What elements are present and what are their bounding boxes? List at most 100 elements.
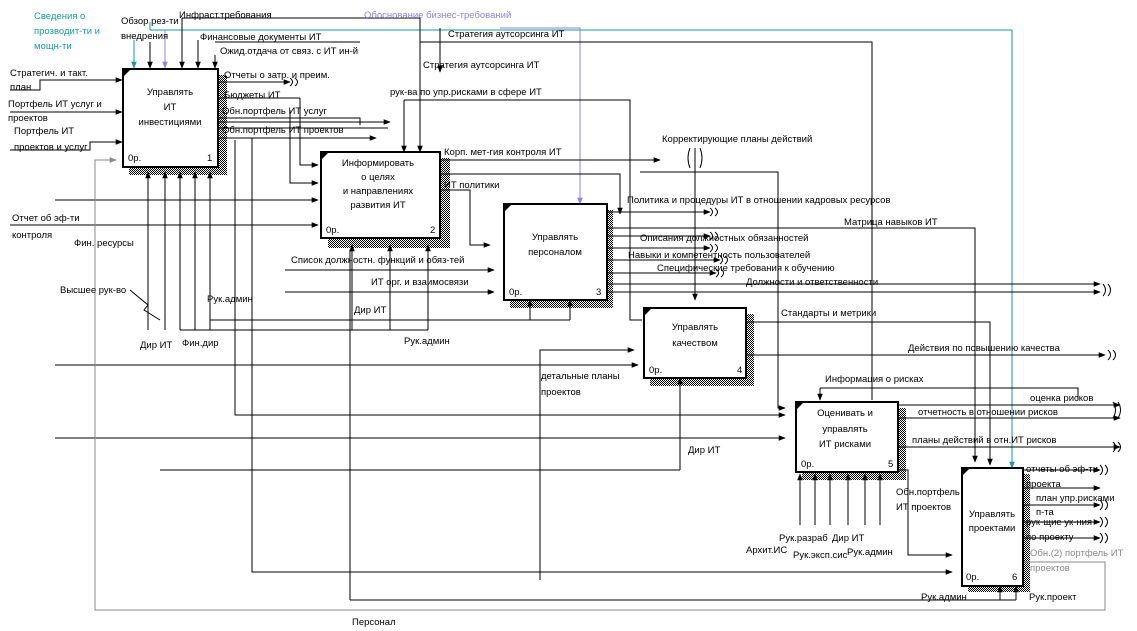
box-2-title-line-2: о целях [361,172,395,183]
label-budget: Бюджеты ИТ [224,90,281,101]
label-standarty: Стандарты и метрики [781,308,876,319]
box-2-title-line-3: и направлениях [343,186,414,197]
box-3[interactable]: Управлять персоналом 0р. 3 [503,203,608,301]
box-2-title-line-4: развития ИТ [350,200,405,211]
label-strat-out-1: Стратегия аутсорсинга ИТ [448,29,565,40]
box-6-title-line-1: Управлять [969,509,1015,520]
label-fin-dir: Фин.дир [182,338,219,349]
label-portfel-uslug-2: проектов [8,113,48,124]
label-ruk-admin-3: Рук.админ [847,547,893,558]
label-obzor-1: Обзор рез-ти [121,16,179,27]
arrow-labels: Сведения о прозводит-ти и мощн-ти Обзор … [8,10,1124,628]
label-dir-it-1: Дир ИТ [354,305,386,316]
label-specif: Специфические требования к обучению [657,263,835,274]
box-5[interactable]: Оценивать и управлять ИТ рисками 0р. 5 [795,401,899,473]
box-6[interactable]: Управлять проектами 0р. 6 [961,467,1024,587]
box-5-cost: 0р. [801,459,814,470]
label-ruk-admin-2: Рук.админ [404,336,450,347]
label-dir-it-2: Дир ИТ [140,340,172,351]
label-otchety-eff: отчеты об эф-ти [1026,464,1098,475]
label-spisok: Список должностн. функций и обяз-тей [291,255,464,266]
label-portfel-proekt-1: Портфель ИТ [14,126,74,137]
label-personal: Персонал [352,617,396,628]
label-ruk-proekt: Рук.проект [1029,592,1077,603]
box-1-number: 1 [207,153,212,164]
box-6-cost: 0р. [966,572,979,583]
label-ocenka: оценка рисков [1030,393,1093,404]
label-opis-dolzh: Описания должностных обязанностей [640,233,808,244]
box-2[interactable]: Информировать о целях и направлениях раз… [320,151,441,239]
box-4-number: 4 [737,365,742,376]
box-3-cost: 0р. [509,287,522,298]
label-ruk-va: рук-ва по упр.рисками в сфере ИТ [390,87,542,98]
label-ruk-razrab: Рук.разраб [779,533,828,544]
label-strat-out-2: Стратегия аутсорсинга ИТ [423,60,540,71]
label-vysshee: Высшее рук-во [60,285,126,296]
label-portfel-proekt-2: проектов и услуг [14,142,88,153]
label-ruk-admin-1: Рук.админ [207,294,253,305]
label-obn-proekt: Обн.портфель ИТ проектов [222,125,344,136]
label-proekta: проекта [1026,479,1062,490]
label-ruk-uk: рук-щие ук-ния [1026,517,1092,528]
label-dir-it-3: Дир ИТ [688,445,720,456]
label-fin-docs: Финансовые документы ИТ [200,32,322,43]
label-info-riski: Информация о рисках [825,374,924,385]
box-4-title-line-1: Управлять [672,322,718,333]
label-dolzhn-otv: Должности и ответственности [746,277,878,288]
box-1[interactable]: Управлять ИТ инвестициями 0р. 1 [122,68,219,168]
label-svedeniya-3: мощн-ти [34,41,72,52]
box-5-number: 5 [888,459,893,470]
label-matrica: Матрица навыков ИТ [844,217,938,228]
box-1-title-line-3: инвестициями [139,117,202,128]
box-4-title-line-2: качеством [672,338,718,349]
label-navyki: Навыки и компетентность пользователей [628,250,810,261]
label-obn-portfel-2: Обн.(2) портфель ИТ [1030,548,1124,559]
label-detal-plany-1: детальные планы [541,371,620,382]
label-otchet-eff-1: Отчет об эф-ти [12,213,80,224]
box-2-title-line-1: Информировать [342,158,414,169]
box-4-cost: 0р. [649,365,662,376]
label-arhit: Архит.ИС [746,545,787,556]
label-portfel-uslug-1: Портфель ИТ услуг и [8,99,102,110]
box-5-title-line-2: управлять [822,424,867,435]
label-dir-it-4: Дир ИТ [832,533,864,544]
label-detal-plany-2: проектов [541,387,581,398]
label-plany-riski: планы действий в отн.ИТ рисков [912,435,1056,446]
label-politika-kadr: Политика и процедуры ИТ в отношении кадр… [627,195,890,206]
label-deystviya: Действия по повышению качества [908,343,1061,354]
box-2-number: 2 [430,225,435,236]
box-3-number: 3 [596,287,601,298]
label-obn-uslug: Обн.портфель ИТ услуг [222,106,327,117]
label-strateg-plan-2: план [10,82,31,93]
box-1-cost: 0р. [128,153,141,164]
label-svedeniya-2: прозводит-ти и [34,26,100,37]
label-po-proektu: по проекту [1026,532,1074,543]
label-otchetnost: отчетность в отношении рисков [918,407,1058,418]
label-korr-plany: Корректирующие планы действий [662,134,812,145]
label-korp-met: Корп. мет-гия контроля ИТ [444,147,562,158]
connectors [10,17,1121,611]
label-p-ta: п-та [1036,507,1055,518]
label-obzor-2: внедрения [121,31,168,42]
box-3-title-line-1: Управлять [532,232,578,243]
label-ozhid: Ожид.отдача от связ. с ИТ ин-й [220,46,358,57]
box-1-title-line-2: ИТ [164,102,177,113]
label-infrastr: Инфраст.требования [179,10,272,21]
label-it-org: ИТ орг. и взаимосвязи [371,277,469,288]
box-2-cost: 0р. [326,225,339,236]
box-6-title-line-2: проектами [969,523,1016,534]
label-proektov: проектов [1030,563,1070,574]
label-it-polit: ИТ политики [444,180,499,191]
label-svedeniya-1: Сведения о [34,11,85,22]
box-5-title-line-1: Оценивать и [817,408,873,419]
label-ruk-eksp: Рук.эксп.сис [793,550,848,561]
box-3-title-line-2: персоналом [528,247,582,258]
box-4[interactable]: Управлять качеством 0р. 4 [643,307,747,379]
label-obosnovanie: Обоснование бизнес-требований [364,10,511,21]
label-fin-res: Фин. ресурсы [74,238,134,249]
box-5-title-line-3: ИТ рисками [819,439,871,450]
label-plan-upr: план упр.рисками [1036,493,1115,504]
label-obn-portfel-it-2: ИТ проектов [896,502,951,513]
label-otchet-eff-2: контроля [12,230,52,241]
